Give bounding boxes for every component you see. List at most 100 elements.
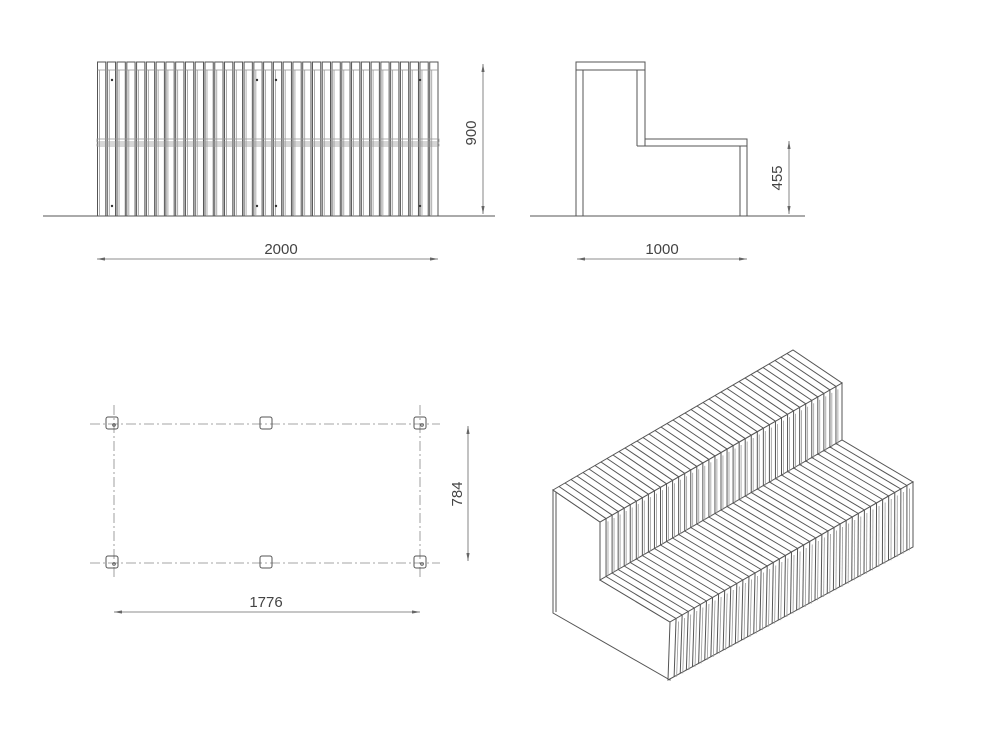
front-view: 900 2000: [43, 61, 495, 261]
screw-icon: [255, 78, 259, 82]
screw-icon: [418, 204, 422, 208]
iso-seat-slat: [666, 541, 738, 584]
iso-seat-slat: [835, 443, 908, 486]
iso-front-slat: [728, 586, 732, 647]
iso-front-slat-groove: [712, 600, 716, 657]
iso-top-slat: [702, 402, 752, 436]
iso-seat-slat: [684, 530, 756, 574]
iso-front-slat: [796, 548, 799, 611]
seat-height-label: 455: [769, 165, 786, 190]
iso-seat-slat: [805, 460, 877, 504]
screw-icon: [274, 204, 278, 208]
iso-top-slat: [576, 475, 625, 509]
iso-front-slat: [814, 537, 817, 601]
iso-front-slat-groove: [694, 610, 698, 667]
iso-front-slat: [802, 544, 805, 607]
iso-seat-slat: [781, 474, 853, 518]
iso-seat-slat: [726, 506, 798, 549]
iso-top-slat: [726, 388, 776, 422]
iso-top-slat: [564, 482, 613, 516]
post-hole: [420, 423, 424, 427]
iso-slats: [558, 353, 910, 677]
iso-top-slat: [708, 398, 758, 433]
iso-front-slat-groove: [682, 617, 686, 674]
iso-front-slat: [808, 541, 811, 604]
iso-seat-slat: [611, 572, 683, 616]
iso-seat-slat: [799, 464, 871, 507]
iso-front-slat: [710, 597, 714, 657]
iso-top-slat: [588, 468, 637, 502]
iso-front-slat-groove: [780, 561, 783, 621]
iso-top-slat: [672, 419, 722, 453]
iso-front-slat: [741, 579, 744, 641]
iso-front-slat-groove: [719, 596, 722, 654]
iso-seat-slat: [714, 513, 786, 556]
iso-front-slat-groove: [749, 579, 752, 637]
iso-top-slat: [738, 381, 788, 415]
iso-top-slat: [642, 437, 692, 471]
iso-front-slat-groove: [786, 558, 789, 617]
iso-front-slat-groove: [774, 565, 777, 624]
iso-front-slat: [832, 527, 835, 591]
iso-front-slat: [845, 520, 847, 584]
iso-front-slat-groove: [829, 533, 831, 594]
foundation-posts: [105, 416, 427, 569]
iso-top-slat: [750, 374, 800, 408]
iso-top-slat: [744, 377, 794, 412]
front-rail: [96, 138, 440, 143]
iso-front-slat-groove: [700, 607, 704, 664]
depth-dimension-label: 1000: [645, 241, 678, 258]
iso-seat-slat: [769, 481, 841, 525]
iso-seat-slat: [708, 516, 780, 560]
iso-top-slat: [678, 416, 728, 450]
plan-length-label: 1776: [249, 594, 282, 611]
iso-seat-slat: [605, 576, 677, 619]
top-board: [575, 61, 646, 71]
iso-front-slat: [685, 611, 689, 671]
iso-top-slat: [666, 423, 716, 457]
iso-front-slat: [820, 534, 823, 597]
iso-front-slat: [759, 569, 762, 631]
iso-front-slat-groove: [688, 614, 692, 671]
iso-top-slat: [780, 356, 831, 391]
iso-seat-slat: [623, 565, 695, 609]
iso-front-slat-groove: [835, 530, 837, 591]
iso-front-slat: [716, 593, 720, 654]
iso-top-slat: [612, 454, 661, 488]
iso-front-slat: [722, 590, 726, 651]
iso-front-slat: [826, 530, 829, 594]
screw-icon: [110, 78, 114, 82]
plan-depth-label: 784: [449, 481, 466, 506]
post-hole: [112, 562, 116, 566]
iso-seat-slat: [763, 485, 835, 528]
post-footing: [105, 555, 119, 569]
iso-front-slat: [704, 600, 707, 661]
iso-front-slat: [734, 583, 738, 644]
iso-top-slat: [774, 360, 825, 394]
iso-seat-slat: [690, 527, 762, 570]
iso-seat-slat: [678, 534, 750, 577]
iso-front-slat-groove: [823, 537, 825, 597]
iso-seat-slat: [775, 478, 847, 521]
iso-front-slat: [747, 576, 750, 637]
iso-top-slat: [636, 440, 685, 474]
side-profile: [575, 70, 748, 217]
iso-top-slat: [768, 363, 819, 398]
iso-front-slat: [790, 551, 792, 614]
iso-seat-slat: [720, 509, 792, 553]
iso-top-slat: [594, 465, 643, 499]
iso-top-slat: [732, 384, 782, 419]
iso-top-slat: [648, 433, 698, 467]
iso-front-slat: [783, 555, 786, 617]
iso-seat-slat: [696, 523, 768, 567]
iso-front-slat: [777, 558, 780, 621]
iso-front-slat-groove: [798, 551, 801, 611]
iso-seat-slat: [672, 537, 744, 581]
iso-front-slat-groove: [743, 582, 746, 641]
iso-seat-slat: [787, 471, 859, 514]
iso-top-slat: [684, 412, 734, 446]
iso-seat-slat: [823, 450, 896, 493]
post-footing: [105, 416, 119, 430]
iso-top-slat: [630, 444, 679, 478]
